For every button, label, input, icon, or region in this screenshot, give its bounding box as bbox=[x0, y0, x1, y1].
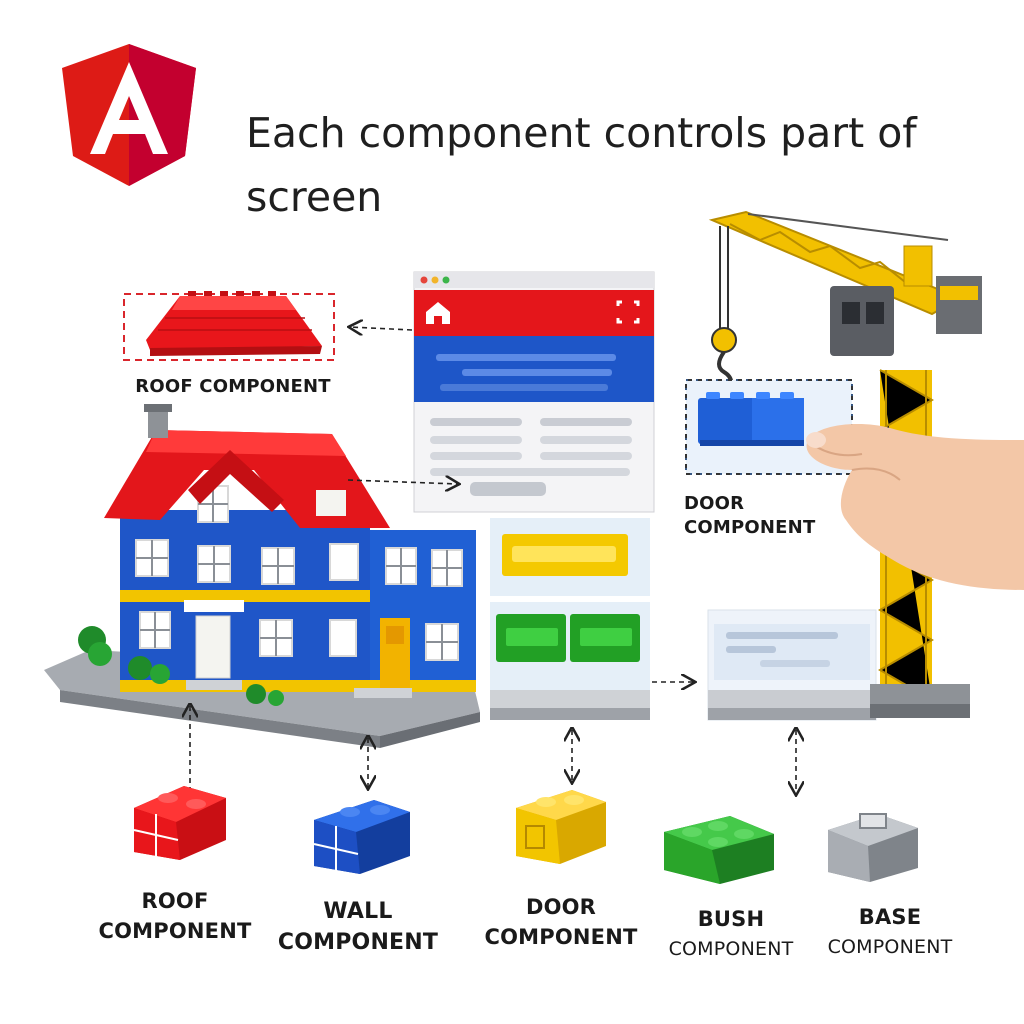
legend-wall-line2: COMPONENT bbox=[277, 930, 439, 955]
roof-callout bbox=[123, 291, 335, 361]
door-callout-line1: DOOR bbox=[684, 493, 745, 514]
legend-roof-line1: ROOF bbox=[141, 889, 209, 913]
expand-icon bbox=[616, 300, 640, 324]
component-stack bbox=[490, 518, 650, 720]
house bbox=[44, 404, 480, 748]
legend-roof: ROOF COMPONENT bbox=[90, 886, 260, 946]
angular-logo bbox=[62, 44, 196, 186]
home-icon bbox=[426, 302, 450, 324]
legend-door-line2: COMPONENT bbox=[484, 925, 638, 949]
legend-bush: BUSH COMPONENT bbox=[650, 904, 812, 964]
legend-bush-line2: COMPONENT bbox=[668, 938, 794, 960]
legend-base: BASE COMPONENT bbox=[812, 902, 968, 962]
gray-brick-icon bbox=[828, 813, 918, 882]
yellow-brick-icon bbox=[516, 790, 606, 864]
green-brick-icon bbox=[664, 816, 774, 884]
legend-wall: WALL COMPONENT bbox=[270, 896, 446, 958]
legend-base-line2: COMPONENT bbox=[827, 936, 953, 958]
legend-roof-line2: COMPONENT bbox=[98, 919, 252, 943]
legend-base-line1: BASE bbox=[858, 905, 922, 929]
legend-door: DOOR COMPONENT bbox=[480, 892, 642, 952]
door-callout-line2: COMPONENT bbox=[684, 517, 816, 538]
red-brick-icon bbox=[133, 786, 226, 860]
right-card bbox=[707, 609, 877, 721]
legend-bush-line1: BUSH bbox=[697, 907, 765, 931]
hand bbox=[806, 424, 1024, 590]
browser-mockup bbox=[413, 271, 655, 513]
door-callout bbox=[685, 379, 853, 475]
legend-wall-line1: WALL bbox=[323, 899, 393, 924]
mockup-header bbox=[414, 290, 654, 336]
angular-a-glyph bbox=[90, 62, 168, 154]
legend-door-line1: DOOR bbox=[525, 895, 597, 919]
door-callout-label: DOOR COMPONENT bbox=[684, 492, 844, 540]
page-title: Each component controls part of screen bbox=[246, 109, 917, 222]
roof-callout-label: ROOF COMPONENT bbox=[135, 376, 331, 397]
blue-brick-icon bbox=[313, 800, 410, 874]
